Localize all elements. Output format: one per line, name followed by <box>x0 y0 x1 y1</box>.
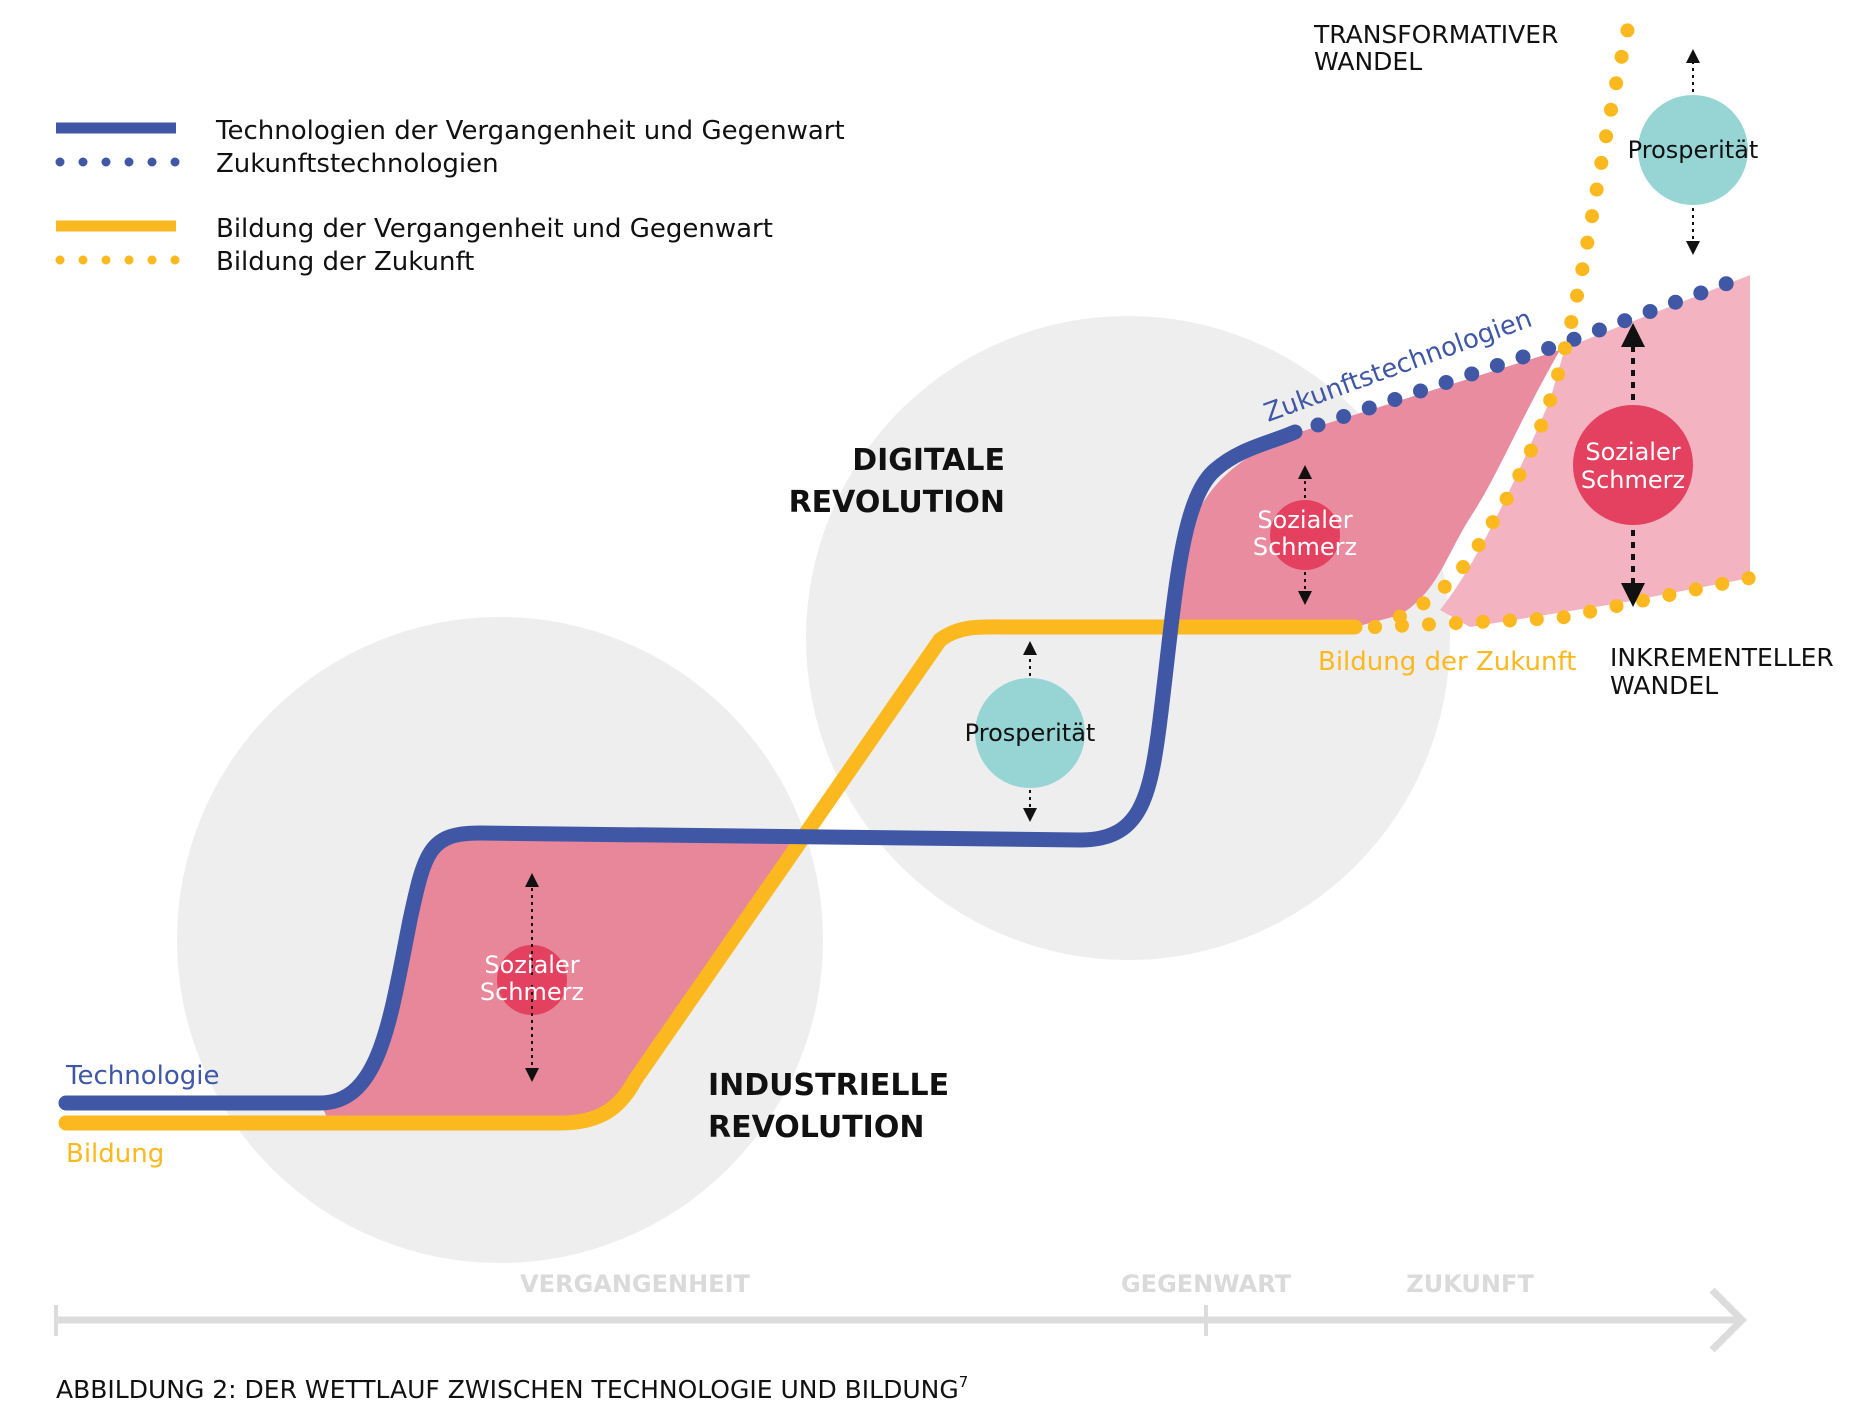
timeline-past-label: VERGANGENHEIT <box>520 1270 750 1298</box>
education-curve-label: Bildung <box>66 1139 164 1169</box>
pain-label-future-line1: Sozialer <box>1585 438 1680 466</box>
prosperity-label-digital: Prosperität <box>965 719 1096 747</box>
social-pain-area-digital <box>1165 350 1560 627</box>
incremental-label-line1: INKREMENTELLER <box>1610 643 1834 672</box>
future-education-curve-label: Bildung der Zukunft <box>1318 647 1576 677</box>
legend-edu-future-label: Bildung der Zukunft <box>216 247 474 277</box>
pain-label-industrial-line2: Schmerz <box>480 978 584 1006</box>
social-pain-circle-digital <box>1270 500 1340 570</box>
timeline-arrowhead <box>1709 1287 1747 1353</box>
pain-label-future-line2: Schmerz <box>1581 466 1685 494</box>
prosperity-circle-future <box>1638 95 1748 205</box>
prosperity-circle-digital <box>975 678 1085 788</box>
legend-tech-future-label: Zukunftstechnologien <box>216 149 499 179</box>
pain-label-digital-line2: Schmerz <box>1253 533 1357 561</box>
industrial-revolution-line1: INDUSTRIELLE <box>708 1068 949 1103</box>
incremental-label-line2: WANDEL <box>1610 671 1718 700</box>
future-education-incremental-dotted-line <box>1368 571 1757 634</box>
transformative-label-line1: TRANSFORMATIVER <box>1313 20 1558 49</box>
pain-label-digital-line1: Sozialer <box>1257 506 1352 534</box>
digital-revolution-line2: REVOLUTION <box>789 485 1005 520</box>
timeline-future-label: ZUKUNFT <box>1406 1270 1534 1298</box>
figure-caption: ABBILDUNG 2: DER WETTLAUF ZWISCHEN TECHN… <box>56 1373 968 1404</box>
legend-tech-past-label: Technologien der Vergangenheit und Gegen… <box>215 116 845 146</box>
future-technology-dotted-line <box>1310 267 1758 433</box>
prosperity-label-future: Prosperität <box>1628 136 1759 164</box>
education-line <box>58 619 1363 1131</box>
pain-label-industrial-line1: Sozialer <box>484 951 579 979</box>
digital-era-circle <box>806 316 1450 960</box>
future-education-transformative-dotted-line <box>1368 21 1635 634</box>
social-pain-circle-future <box>1573 405 1693 525</box>
timeline-present-label: GEGENWART <box>1121 1270 1292 1298</box>
social-pain-circle-industrial <box>497 945 567 1015</box>
digital-revolution-line1: DIGITALE <box>852 443 1005 478</box>
figure-caption-footnote: 7 <box>959 1373 969 1391</box>
figure-caption-text: ABBILDUNG 2: DER WETTLAUF ZWISCHEN TECHN… <box>56 1375 959 1404</box>
transformative-label-line2: WANDEL <box>1314 47 1422 76</box>
technology-curve-label: Technologie <box>65 1061 219 1091</box>
legend-edu-past-label: Bildung der Vergangenheit und Gegenwart <box>216 214 773 244</box>
industrial-revolution-line2: REVOLUTION <box>708 1110 924 1145</box>
technology-line <box>58 424 1303 1111</box>
